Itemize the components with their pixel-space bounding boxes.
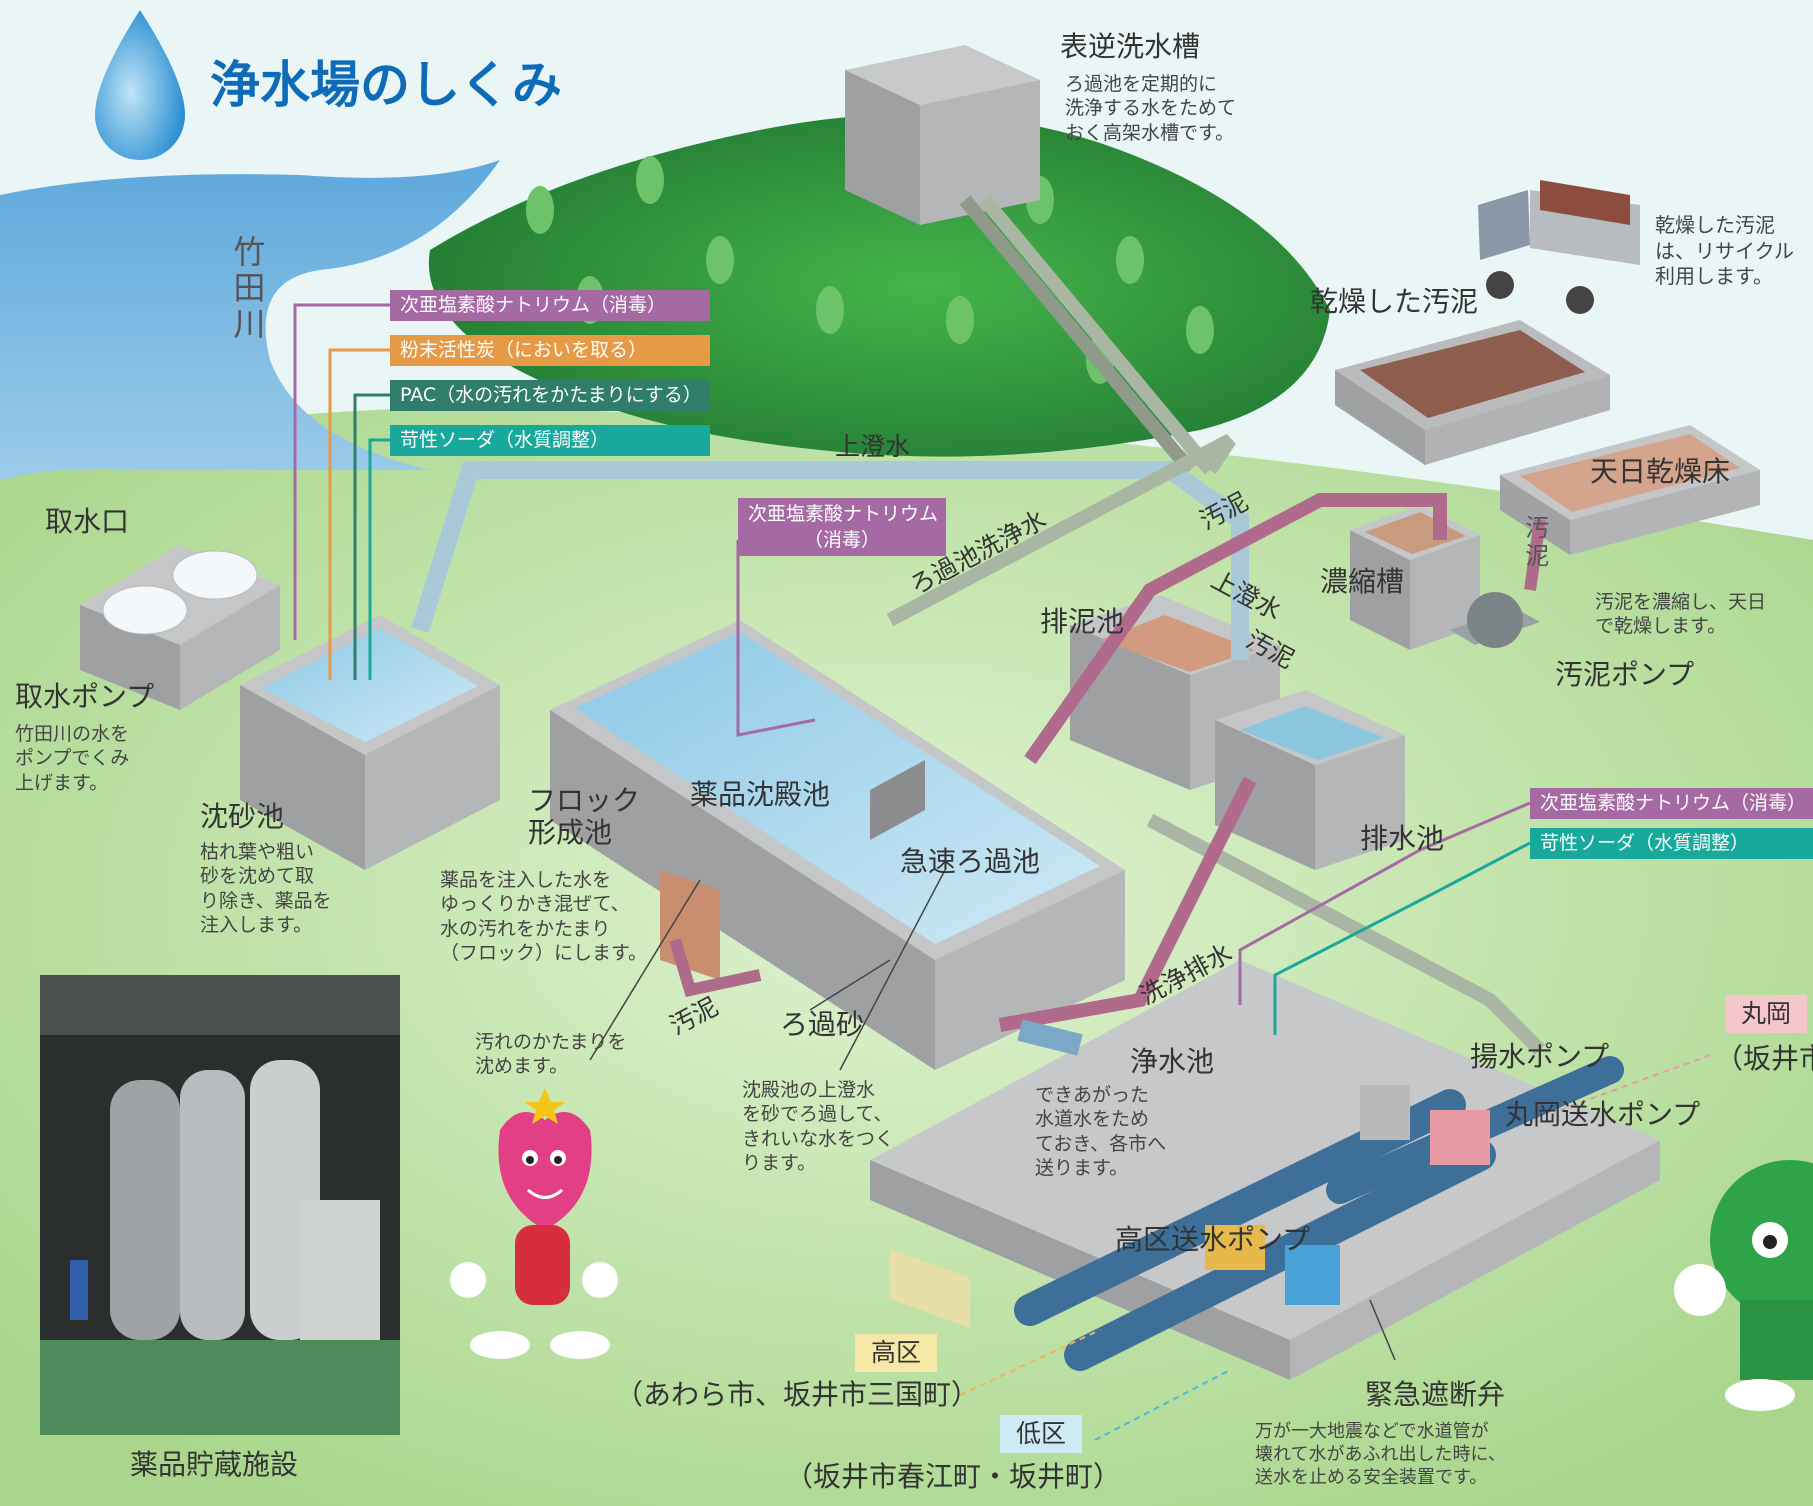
flow-sludge-3: 汚泥 <box>1520 515 1549 571</box>
label-backwash-tank: 表逆洗水槽 <box>1060 30 1201 63</box>
mascot-green <box>1674 1160 1813 1411</box>
chem-tag-sedimentation: 次亜塩素酸ナトリウム （消毒） <box>738 498 946 556</box>
chem-tag-pac: PAC（水の汚れをかたまりにする） <box>390 380 710 411</box>
chemical-storage-photo <box>40 975 400 1435</box>
sludge-pump-icon <box>1450 592 1540 648</box>
truck-icon <box>1478 180 1640 314</box>
label-floc-basin: フロック 形成池 <box>528 784 641 850</box>
district-maruoka-area: （坂井市 <box>1715 1042 1813 1075</box>
maruoka-pump-icon <box>1430 1110 1490 1165</box>
desc-sedimentation: 汚れのかたまりを 沈めます。 <box>475 1031 627 1078</box>
desc-drying: 汚泥を濃縮し、天日 で乾燥します。 <box>1595 591 1767 638</box>
mascot-pink <box>450 1088 618 1359</box>
label-maruoka-pump: 丸岡送水ポンプ <box>1505 1098 1701 1131</box>
district-high-tag: 高区 <box>855 1334 938 1372</box>
desc-grit-chamber: 枯れ葉や粗い 砂を沈めて取 り除き、薬品を 注入します。 <box>200 841 332 936</box>
desc-emergency-valve: 万が一大地震などで水道管が 壊れて水があふれ出した時に、 送水を止める安全装置で… <box>1255 1421 1506 1489</box>
label-intake: 取水口 <box>45 505 130 538</box>
drying-bed <box>1500 425 1760 555</box>
desc-intake-pump: 竹田川の水を ポンプでくみ 上げます。 <box>15 723 130 794</box>
intake-structure <box>80 545 280 710</box>
chem-tag-carbon: 粉末活性炭（においを取る） <box>390 335 710 366</box>
backwash-tank-structure <box>845 45 1040 225</box>
district-low-tag: 低区 <box>1000 1415 1083 1453</box>
thickener-tank <box>1350 505 1480 650</box>
district-low-area: （坂井市春江町・坂井町） <box>785 1460 1122 1493</box>
water-drop-icon <box>95 10 185 160</box>
lift-pump-icon <box>1360 1085 1410 1140</box>
label-thickener: 濃縮槽 <box>1320 565 1405 598</box>
desc-clearwell: できあがった 水道水をため ておき、各市へ 送ります。 <box>1035 1084 1167 1179</box>
river <box>0 160 500 480</box>
page-title: 浄水場のしくみ <box>210 56 562 114</box>
chem-tag-clearwell-chlorine: 次亜塩素酸ナトリウム（消毒） <box>1530 788 1813 819</box>
chem-tag-clearwell-soda: 苛性ソーダ（水質調整） <box>1530 828 1813 859</box>
chem-tag-chlorine: 次亜塩素酸ナトリウム（消毒） <box>390 290 710 321</box>
label-chemical-storage: 薬品貯蔵施設 <box>130 1448 299 1481</box>
chem-tag-soda: 苛性ソーダ（水質調整） <box>390 425 710 456</box>
sludge-pipe <box>1024 493 1447 765</box>
label-lift-pump: 揚水ポンプ <box>1470 1040 1610 1073</box>
label-emergency-valve: 緊急遮断弁 <box>1365 1378 1506 1411</box>
label-clearwell: 浄水池 <box>1130 1045 1215 1078</box>
river-label: 竹田川 <box>228 235 267 343</box>
label-sedimentation: 薬品沈殿池 <box>690 778 831 811</box>
label-filter-sand: ろ過砂 <box>780 1008 865 1041</box>
label-intake-pump: 取水ポンプ <box>15 680 155 713</box>
dried-sludge-bed <box>1335 320 1610 465</box>
low-pump-icon <box>1285 1245 1340 1305</box>
label-grit-chamber: 沈砂池 <box>200 800 285 833</box>
desc-backwash-tank: ろ過池を定期的に 洗浄する水をためて おく高架水槽です。 <box>1065 73 1237 144</box>
desc-dried-sludge: 乾燥した汚泥 は、リサイクル 利用します。 <box>1655 213 1794 289</box>
district-maruoka-tag: 丸岡 <box>1725 995 1808 1033</box>
district-high-area: （あわら市、坂井市三国町） <box>615 1378 980 1411</box>
label-dried-sludge: 乾燥した汚泥 <box>1310 285 1479 318</box>
lift-pipe <box>1146 813 1545 1055</box>
label-sludge-basin: 排泥池 <box>1040 605 1125 638</box>
label-drain-basin: 排水池 <box>1360 822 1445 855</box>
label-high-pump: 高区送水ポンプ <box>1115 1223 1311 1256</box>
desc-rapid-filter: 沈殿池の上澄水 を砂でろ過して、 きれいな水をつく ります。 <box>742 1079 895 1174</box>
label-drying-bed: 天日乾燥床 <box>1590 455 1731 488</box>
desc-floc-basin: 薬品を注入した水を ゆっくりかき混ぜて、 水の汚れをかたまり （フロック）にしま… <box>440 869 648 964</box>
drain-basin <box>1215 690 1405 870</box>
label-sludge-pump: 汚泥ポンプ <box>1555 658 1695 691</box>
flow-supernatant-top: 上澄水 <box>835 432 911 461</box>
grit-chamber <box>240 615 500 870</box>
high-pump-icon <box>1205 1225 1265 1270</box>
label-rapid-filter: 急速ろ過池 <box>900 845 1041 878</box>
